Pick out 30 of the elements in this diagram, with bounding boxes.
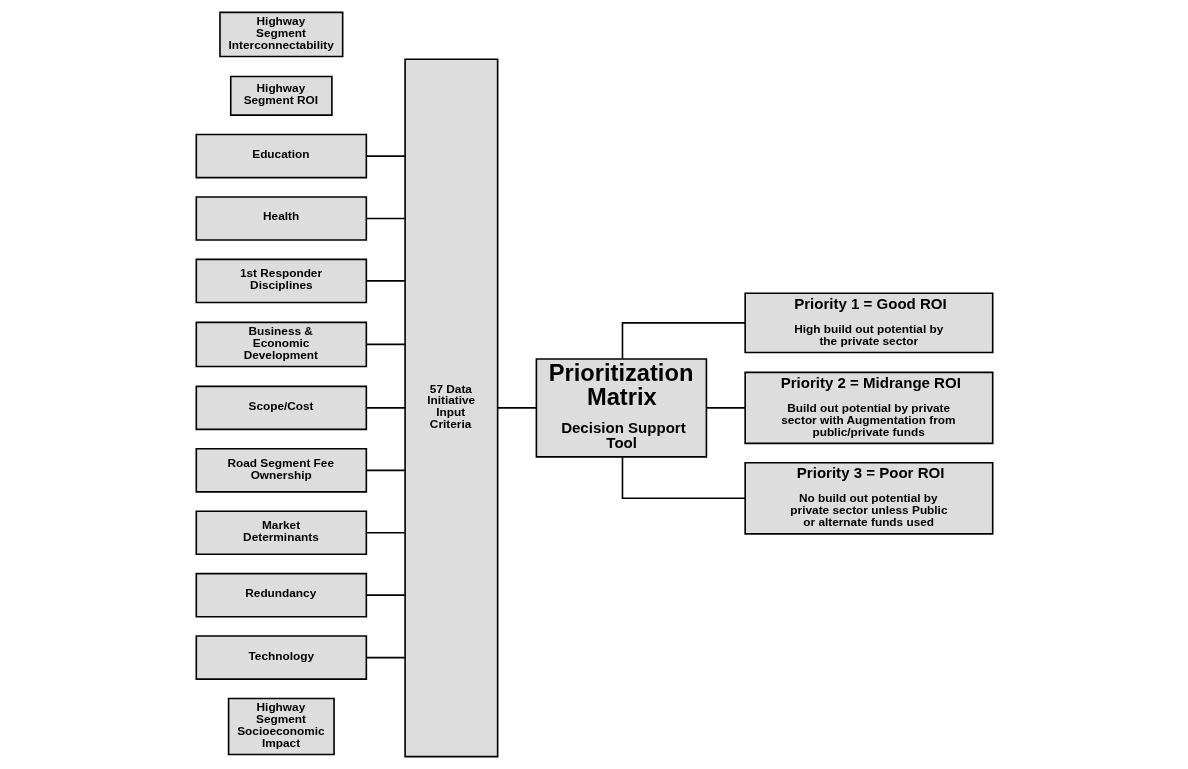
connector <box>365 343 406 346</box>
node-box: 57 Data Initiative Input Criteria <box>403 58 498 758</box>
connector <box>621 322 746 360</box>
node-box: Highway Segment ROI <box>229 75 333 116</box>
connector <box>365 594 406 596</box>
connector <box>365 469 406 472</box>
connector <box>365 407 406 409</box>
connector <box>621 456 746 500</box>
node-box: Technology <box>195 635 367 680</box>
node-box: Scope/Cost <box>195 385 367 431</box>
connector <box>365 155 406 157</box>
node-box: Highway Segment Socioeconomic Impact <box>227 697 335 756</box>
connector <box>365 531 406 534</box>
node-box: Highway Segment Interconnectability <box>218 11 343 58</box>
node-box: Prioritization Matrix Decision Support Tool <box>535 358 707 458</box>
node-box: Redundancy <box>195 572 367 618</box>
node-box: Priority 2 = Midrange ROI Build out potential by private sector with Augmentation from public/private funds <box>743 371 993 445</box>
node-box: Priority 1 = Good ROI High build out potential by the private sector <box>743 292 993 354</box>
node-box: Education <box>195 133 367 179</box>
connector <box>365 656 406 659</box>
connector <box>365 217 406 220</box>
node-box: Road Segment Fee Ownership <box>195 448 367 493</box>
node-box: Market Determinants <box>195 510 367 556</box>
node-box: 1st Responder Disciplines <box>195 258 367 304</box>
node-box: Health <box>195 196 367 241</box>
connector <box>496 407 537 409</box>
connector <box>705 407 746 409</box>
connector <box>365 280 406 282</box>
node-box: Business & Economic Development <box>195 321 367 368</box>
node-box: Priority 3 = Poor ROI No build out potential by private sector unless Public or alternate funds used <box>743 462 993 535</box>
